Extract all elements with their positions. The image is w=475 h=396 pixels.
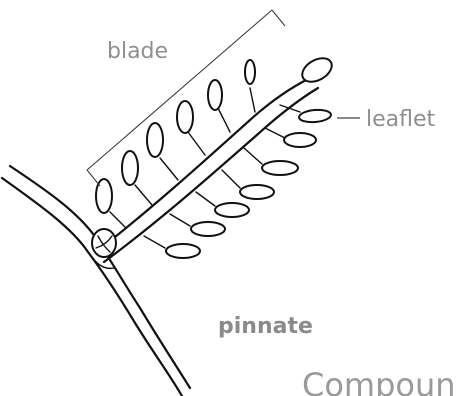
blade-label: blade — [107, 39, 168, 64]
bud — [92, 229, 116, 257]
compound-label: Compoun — [302, 366, 456, 396]
leaflet-label: leaflet — [366, 107, 436, 132]
pinnate-label: pinnate — [218, 314, 313, 339]
lower-leaflets — [144, 105, 331, 258]
blade-bracket — [87, 10, 285, 186]
